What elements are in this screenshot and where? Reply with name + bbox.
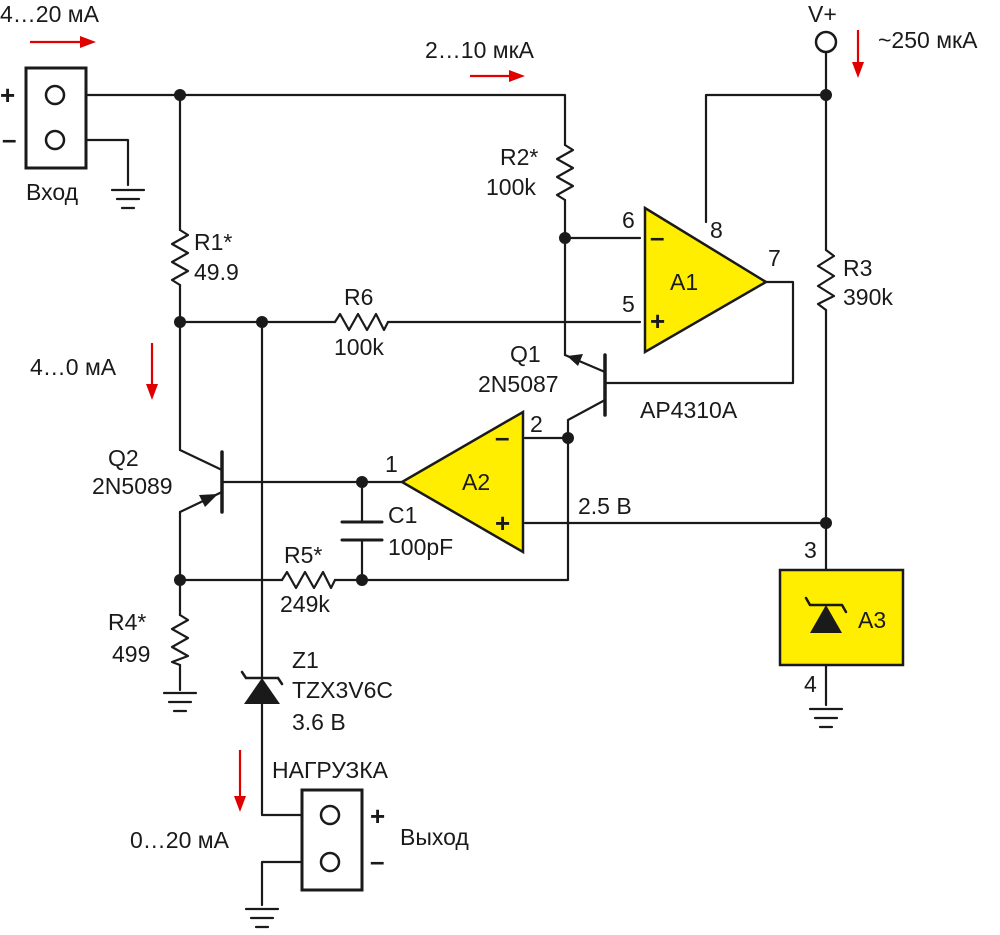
output-minus-sign: –	[370, 846, 384, 876]
r2-current-label: 2…10 мкА	[425, 37, 535, 63]
r4-ref: R4*	[108, 609, 146, 635]
r2-ref: R2*	[500, 144, 538, 170]
arrow-r2-icon	[470, 70, 525, 82]
input-minus-sign: –	[2, 124, 16, 154]
r2-value: 100k	[486, 174, 536, 200]
a3-pin-4: 4	[804, 671, 817, 697]
opamp-a1: A1 – + 6 5 7 8 AP4310A	[622, 205, 781, 423]
junctions	[174, 89, 832, 586]
r1-ref: R1*	[194, 229, 232, 255]
r1-value: 49.9	[194, 259, 239, 285]
transistor-q2: Q2 2N5089	[92, 445, 224, 514]
r6-value: 100k	[334, 334, 384, 360]
input-current-label: 4…20 мА	[0, 1, 100, 27]
z1-ref: Z1	[292, 647, 319, 673]
reference-voltage-label: 2.5 В	[578, 493, 632, 519]
load-label: НАГРУЗКА	[272, 757, 389, 783]
input-connector: + – Вход	[0, 66, 88, 205]
r3-value: 390k	[843, 284, 893, 310]
load-current-label: 0…20 мА	[130, 827, 230, 853]
supply-current-label: ~250 мкА	[878, 27, 978, 53]
c1-value: 100pF	[388, 534, 453, 560]
r4-value: 499	[112, 641, 150, 667]
a2-pin-1: 1	[385, 451, 398, 477]
input-label: Вход	[26, 179, 79, 205]
ground-input-icon	[110, 188, 146, 210]
r5-ref: R5*	[284, 542, 322, 568]
resistor-r4: R4* 499	[108, 609, 190, 667]
ground-symbols	[110, 188, 844, 929]
r6-ref: R6	[344, 284, 373, 310]
a2-inv-sign: –	[495, 422, 509, 452]
reference-a3: A3 3 4	[778, 537, 905, 697]
current-annotations: 4…20 мА 2…10 мкА 4…0 мА 0…20 мА	[0, 1, 864, 853]
resistor-r2: R2* 100k	[486, 143, 575, 202]
input-plus-sign: +	[0, 80, 15, 110]
a2-pin-2: 2	[530, 411, 543, 437]
zener-z1: Z1 TZX3V6C 3.6 В	[240, 647, 393, 735]
arrow-load-icon	[234, 750, 246, 812]
a2-noninv-sign: +	[495, 508, 510, 538]
q2-part: 2N5089	[92, 473, 173, 499]
a3-pin-3: 3	[804, 537, 817, 563]
a1-part: AP4310A	[640, 397, 738, 423]
resistor-r5: R5* 249k	[280, 542, 337, 617]
a1-noninv-sign: +	[650, 306, 665, 336]
opamp-a2: A2 – + 2 1	[385, 409, 543, 555]
c1-ref: C1	[388, 502, 417, 528]
output-label: Выход	[400, 824, 469, 850]
a1-inv-sign: –	[650, 222, 664, 252]
a1-ref: A1	[670, 269, 698, 295]
q1-part: 2N5087	[478, 371, 559, 397]
capacitor-c1: C1 100pF	[340, 502, 453, 560]
z1-part: TZX3V6C	[292, 677, 393, 703]
z1-voltage: 3.6 В	[292, 709, 346, 735]
supply-terminal: V+ ~250 мкА	[808, 1, 978, 54]
resistor-r3: R3 390k	[816, 248, 893, 312]
a3-ref: A3	[858, 607, 886, 633]
arrow-supply-icon	[852, 30, 864, 78]
wires	[66, 50, 828, 907]
a2-ref: A2	[462, 469, 490, 495]
arrow-input-icon	[30, 36, 96, 48]
supply-label: V+	[808, 1, 837, 27]
a1-pin-6: 6	[622, 207, 635, 233]
ground-output-icon	[244, 907, 280, 929]
ground-a3-icon	[808, 707, 844, 729]
r1-current-label: 4…0 мА	[30, 354, 117, 380]
transistor-q1: Q1 2N5087	[478, 341, 607, 440]
resistor-r1: R1* 49.9	[170, 228, 239, 287]
r3-ref: R3	[843, 255, 872, 281]
resistor-r6: R6 100k	[333, 284, 390, 360]
arrow-r1-icon	[146, 343, 158, 400]
a1-pin-5: 5	[622, 291, 635, 317]
q1-ref: Q1	[510, 341, 541, 367]
r5-value: 249k	[280, 591, 330, 617]
ground-r4-icon	[162, 691, 198, 713]
a1-pin-7: 7	[768, 245, 781, 271]
a1-pin-8: 8	[710, 217, 723, 243]
q2-ref: Q2	[108, 445, 139, 471]
output-connector: + – Выход НАГРУЗКА	[272, 757, 469, 892]
output-plus-sign: +	[370, 801, 385, 831]
